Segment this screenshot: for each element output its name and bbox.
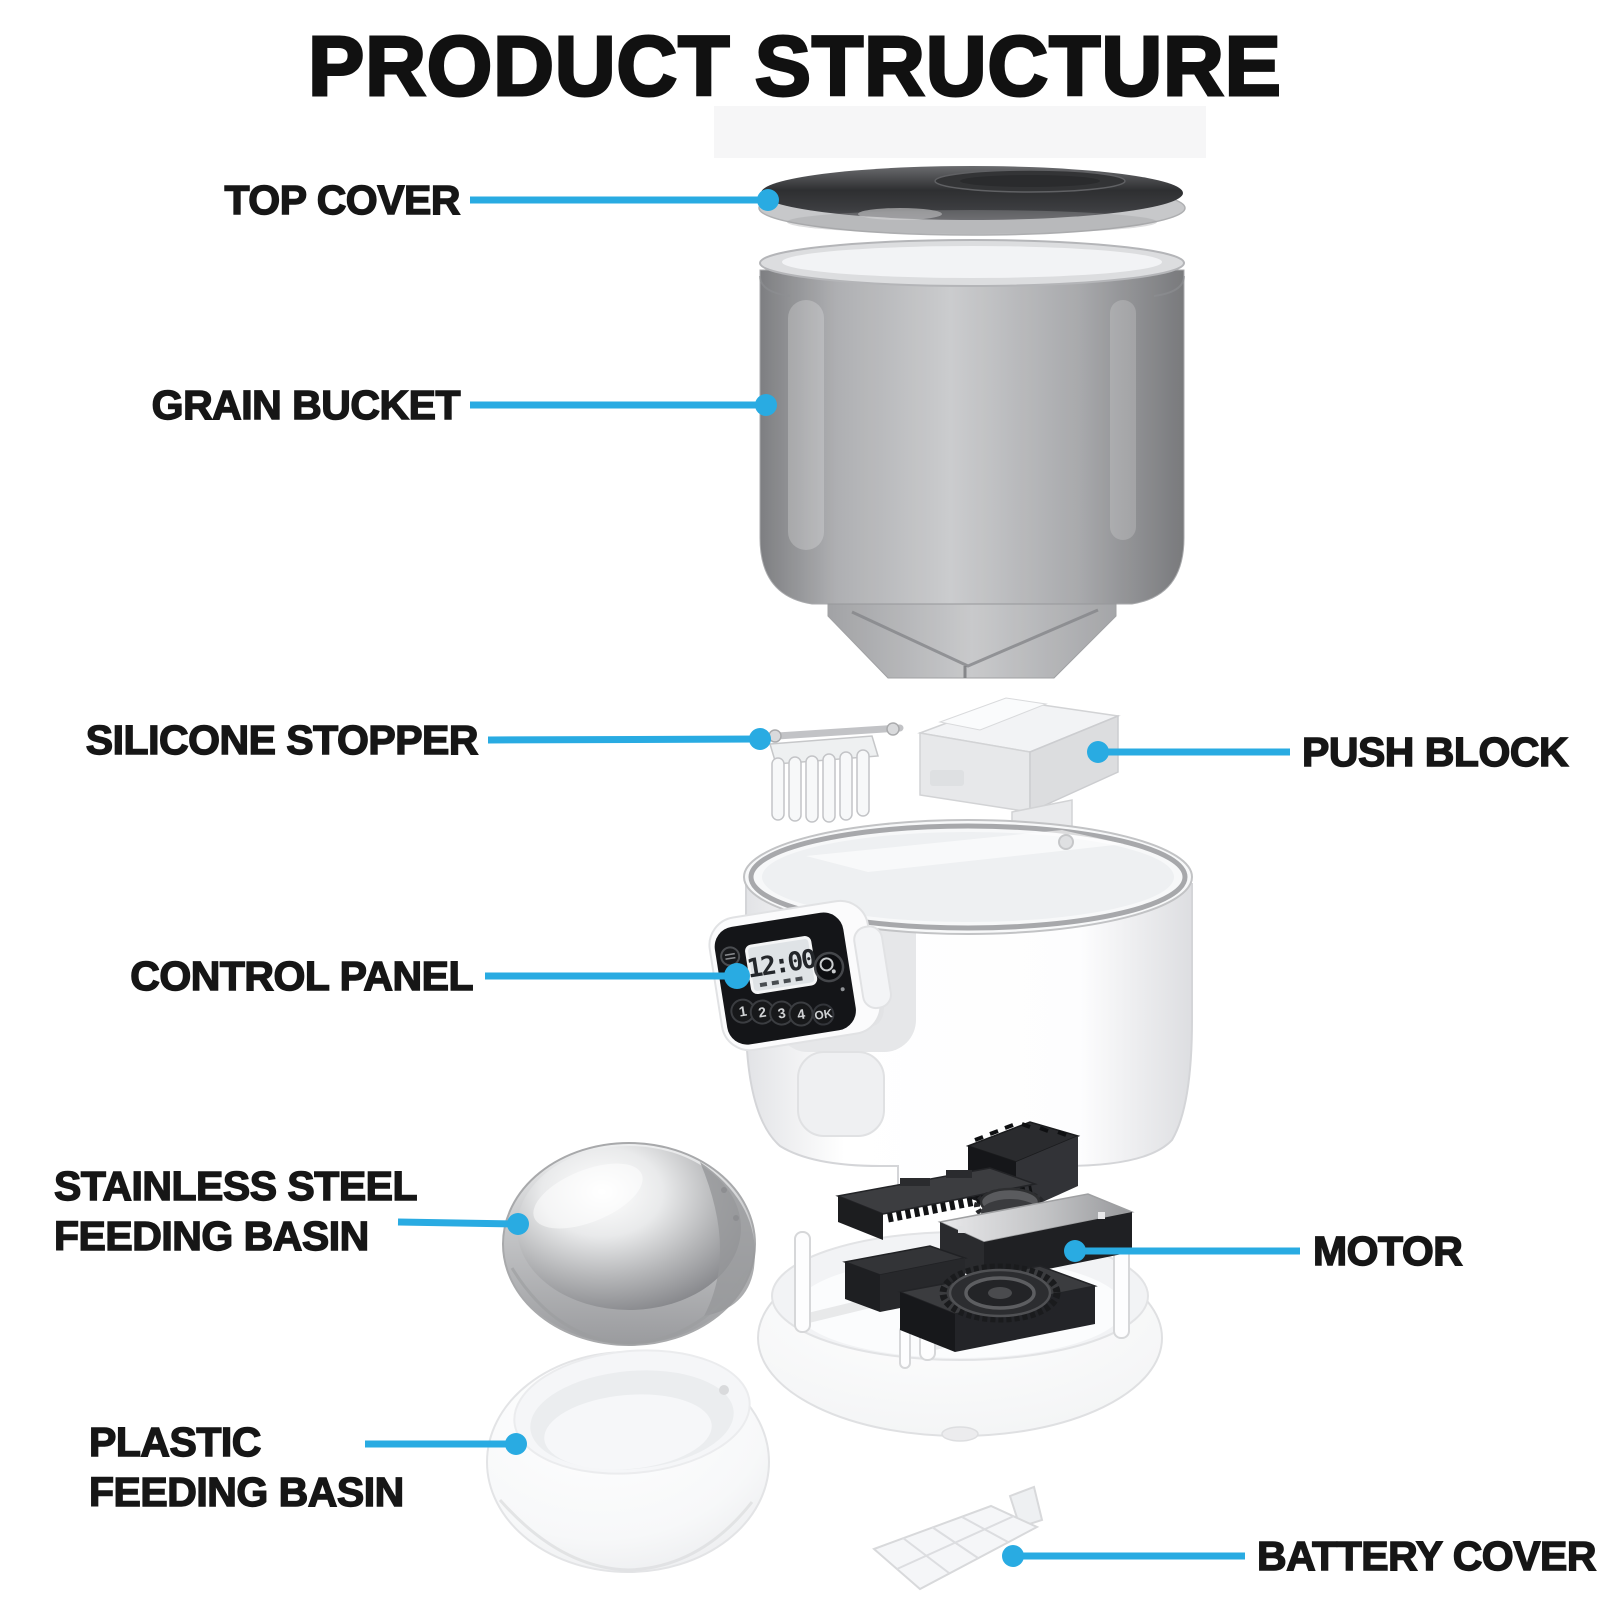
button-ok: OK (813, 1006, 833, 1023)
control-panel-part: 12:00 1 2 3 4 OK (708, 899, 892, 1052)
top-cover-label: TOP COVER (225, 177, 461, 223)
callouts (365, 189, 1300, 1567)
top-cover-leader-dot (757, 189, 779, 211)
top-cover-part (758, 166, 1186, 236)
stainless-basin-leader-dot (507, 1213, 529, 1235)
button-3: 3 (777, 1005, 787, 1022)
callout-labels: TOP COVER GRAIN BUCKET SILICONE STOPPER … (53, 176, 1597, 1579)
button-2: 2 (757, 1004, 767, 1021)
grain-bucket-leader-dot (755, 394, 777, 416)
indicator-led (840, 987, 845, 992)
control-panel-leader-dot (724, 963, 750, 989)
plastic-basin-leader-dot (505, 1433, 527, 1455)
silicone-stopper-leader-dot (749, 728, 771, 750)
motor-part (835, 1121, 1135, 1352)
page-title: PRODUCT STRUCTURE (308, 19, 1282, 113)
silicone-stopper-leader-line (487, 735, 761, 744)
stainless-basin-label-line1: STAINLESS STEEL (54, 1163, 417, 1209)
stainless-basin-part (502, 1142, 756, 1346)
push-block-label: PUSH BLOCK (1302, 729, 1569, 775)
stainless-basin-leader-line (397, 1218, 519, 1228)
plastic-basin-label-line1: PLASTIC (89, 1419, 261, 1465)
backdrop-rectangle (714, 106, 1206, 158)
grain-bucket-label: GRAIN BUCKET (152, 382, 461, 428)
silicone-stopper-label: SILICONE STOPPER (86, 717, 478, 763)
battery-cover-part (872, 1485, 1044, 1591)
plastic-basin-label-line2: FEEDING BASIN (89, 1469, 404, 1515)
plastic-basin-part (486, 1349, 770, 1573)
silicone-stopper-part (758, 722, 904, 823)
button-4: 4 (796, 1005, 806, 1022)
control-panel-label: CONTROL PANEL (130, 953, 473, 999)
meal-buttons: 1 2 3 4 OK (730, 998, 835, 1027)
battery-cover-leader-dot (1002, 1545, 1024, 1567)
battery-cover-label: BATTERY COVER (1257, 1533, 1596, 1579)
button-1: 1 (738, 1003, 748, 1020)
grain-bucket-part (759, 239, 1185, 679)
stainless-basin-label-line2: FEEDING BASIN (54, 1213, 369, 1259)
motor-label: MOTOR (1313, 1228, 1462, 1274)
motor-leader-dot (1064, 1240, 1086, 1262)
push-block-leader-dot (1087, 741, 1109, 763)
